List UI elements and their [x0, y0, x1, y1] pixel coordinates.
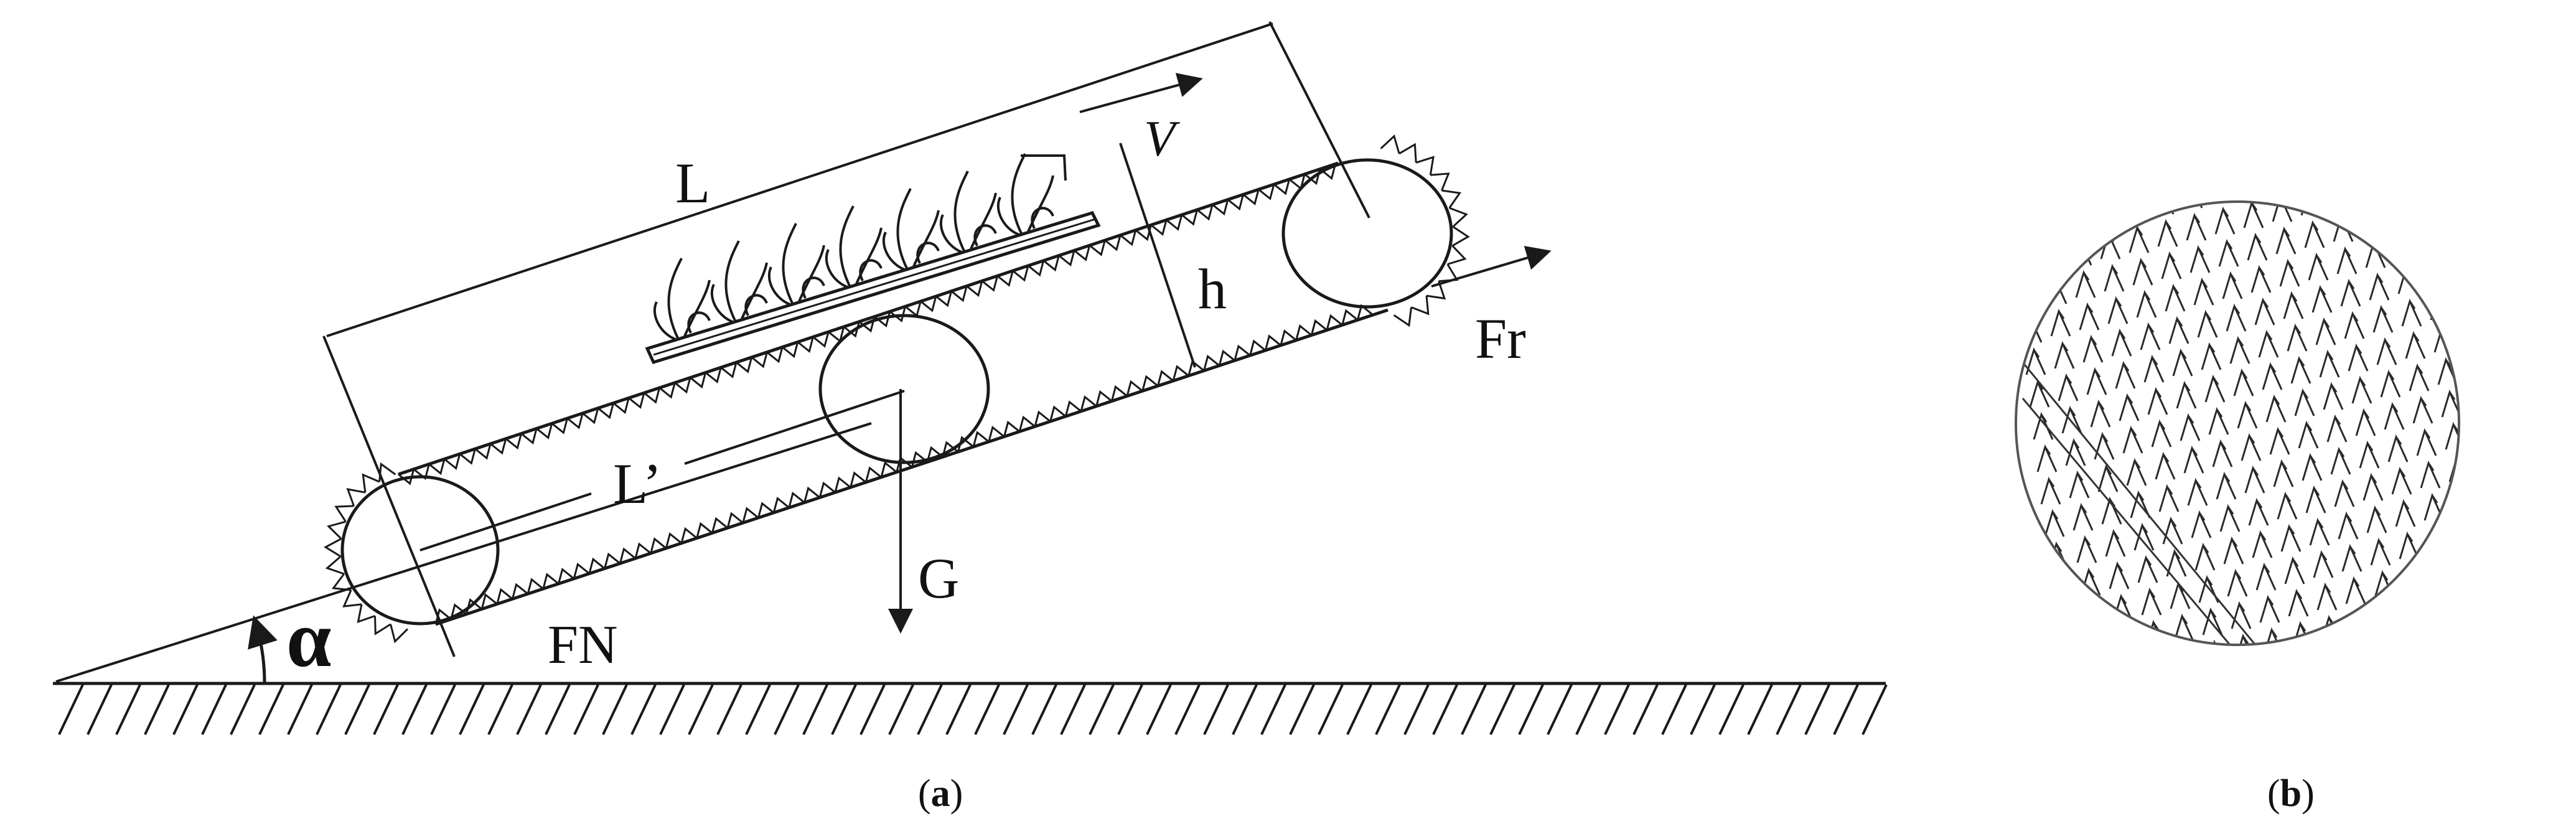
angle-arc: [248, 615, 278, 683]
caption-b: (b): [2267, 772, 2315, 815]
label-L-prime: L’: [613, 452, 662, 515]
back-roller: [1281, 158, 1453, 309]
label-L: L: [675, 151, 710, 215]
belt-edge: [2016, 354, 2279, 645]
track-belt: [324, 134, 1470, 644]
label-alpha: α: [286, 594, 332, 684]
detail-circle: [2015, 200, 2460, 646]
middle-roller: [818, 314, 990, 464]
label-G: G: [918, 547, 959, 610]
crop-tray: [645, 153, 1101, 365]
dimension-L-prime: [419, 390, 905, 551]
label-FN: FN: [548, 615, 618, 675]
ground-hatching: [58, 684, 1888, 735]
belt-tooth-pattern: [2016, 202, 2459, 645]
velocity-arrow: [1079, 73, 1203, 113]
label-Fr: Fr: [1475, 307, 1526, 370]
belt-teeth-front-roller: [324, 462, 409, 644]
caption-a: (a): [918, 772, 963, 815]
friction-arrow: [1431, 245, 1552, 288]
ground: [53, 682, 1888, 735]
dimension-L: [322, 21, 1370, 657]
panel-a-diagram: L L’ V h Fr G FN α (a): [53, 21, 1888, 815]
incline-line: [55, 422, 872, 683]
dimension-h: [1119, 143, 1196, 368]
label-V: V: [1144, 110, 1180, 167]
label-h: h: [1198, 257, 1227, 321]
panel-b-detail-view: (b): [2015, 200, 2460, 815]
front-roller: [340, 475, 500, 626]
belt-teeth-lower: [434, 304, 1374, 625]
seedlings: [653, 153, 1054, 340]
